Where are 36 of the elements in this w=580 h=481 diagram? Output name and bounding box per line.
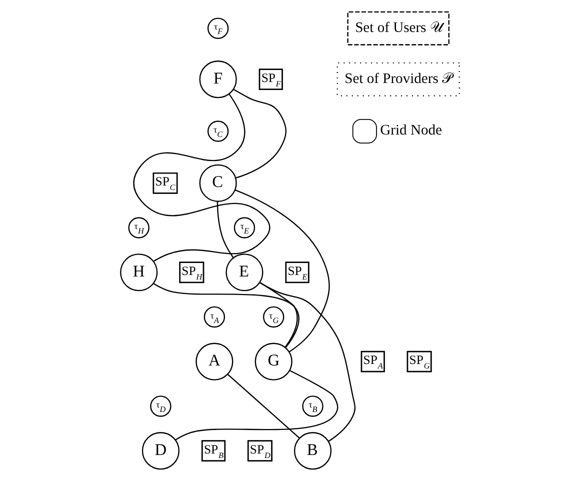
node-box: SP$_{A}$ [360,350,385,372]
node-circle: C [199,164,237,202]
node-box: SP$_{G}$ [406,350,432,372]
node-circle: F [199,60,237,98]
node-circle: τ$_{A}$ [204,306,226,328]
connector [235,189,330,352]
connector [175,370,338,440]
connector [133,94,270,262]
node-box: SP$_{H}$ [179,262,204,284]
connector [233,88,286,179]
connector [216,201,234,258]
node-circle: τ$_{B}$ [302,396,324,417]
legend-label: Set of Users 𝒰 [355,20,444,36]
node-box: SP$_{F}$ [258,68,283,90]
node-circle: A [196,342,234,380]
node-circle: H [120,254,158,292]
node-circle: D [142,432,180,470]
legend-label: Set of Providers 𝒫 [344,70,454,87]
node-box: SP$_{B}$ [201,440,226,462]
legend-label: Grid Node [380,122,442,139]
node-box: SP$_{D}$ [247,440,272,462]
node-box: SP$_{E}$ [285,262,310,284]
node-circle: G [254,342,292,380]
node-circle: E [226,254,264,292]
connector [259,282,298,348]
node-circle: B [294,432,332,470]
connector [227,374,300,438]
node-circle: τ$_{E}$ [234,217,256,238]
node-circle: τ$_{C}$ [207,120,229,142]
node-circle: τ$_{G}$ [263,306,284,328]
node-circle: τ$_{H}$ [128,217,150,238]
node-circle: τ$_{D}$ [150,396,172,417]
node-box: SP$_{C}$ [152,172,178,194]
connector [153,282,300,348]
connector [260,282,356,442]
node-circle: τ$_{F}$ [207,18,229,39]
